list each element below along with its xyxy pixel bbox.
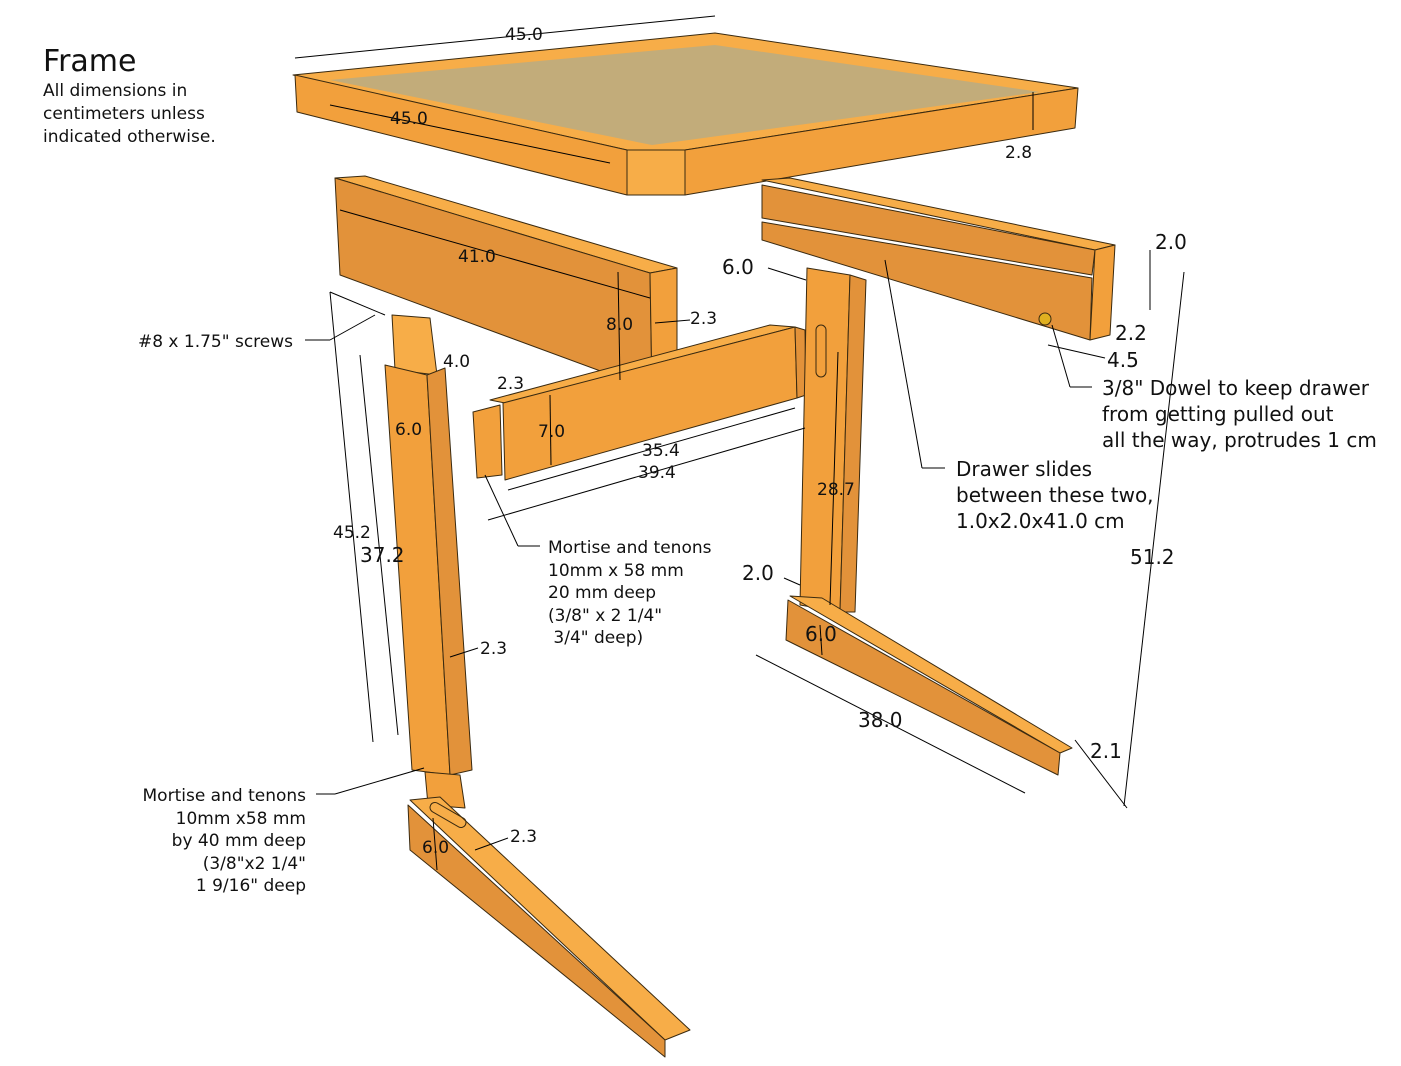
dim-left-leg-thickness: 2.3 <box>480 639 507 659</box>
dim-slide-offset: 6.0 <box>722 255 754 279</box>
dim-foot-length: 38.0 <box>858 708 903 732</box>
dim-foot-height-right: 6.0 <box>805 622 837 646</box>
dim-foot-thickness-left: 2.3 <box>510 827 537 847</box>
dim-total-height: 51.2 <box>1130 545 1175 569</box>
dim-left-leg-width: 6.0 <box>395 420 422 440</box>
note-line: by 40 mm deep <box>172 831 306 851</box>
dim-stretcher-shoulder: 35.4 <box>642 441 680 461</box>
note-dowel: 3/8" Dowel to keep drawer from getting p… <box>1102 376 1377 452</box>
note-line: 10mm x58 mm <box>176 809 306 829</box>
note-line: all the way, protrudes 1 cm <box>1102 428 1377 452</box>
dim-left-total-height: 45.2 <box>333 523 371 543</box>
note-screws: #8 x 1.75" screws <box>138 332 293 352</box>
dim-stretcher-thickness: 2.3 <box>497 374 524 394</box>
note-line: Drawer slides <box>956 457 1092 481</box>
side-rail <box>761 177 1116 341</box>
dim-top-front: 45.0 <box>390 109 428 129</box>
dim-right-leg-height: 28.7 <box>817 480 855 500</box>
dim-foot-tip: 2.1 <box>1090 739 1122 763</box>
dim-foot-height-left: 6.0 <box>422 838 449 858</box>
annotations: #8 x 1.75" screws Mortise and tenons 10m… <box>138 332 1377 896</box>
dimension-lines <box>294 15 1185 871</box>
stretcher <box>472 324 807 481</box>
right-leg <box>799 267 867 613</box>
page-title: Frame <box>43 44 137 79</box>
dim-left-tenon: 4.0 <box>443 352 470 372</box>
dim-left-leg-height: 37.2 <box>360 543 405 567</box>
note-line: 1.0x2.0x41.0 cm <box>956 509 1125 533</box>
dim-stretcher-length: 39.4 <box>638 463 676 483</box>
dim-back-rail-thickness: 2.3 <box>690 309 717 329</box>
note-line: 3/8" Dowel to keep drawer <box>1102 376 1370 400</box>
note-line: Mortise and tenons <box>548 538 712 558</box>
back-rail <box>334 175 678 391</box>
dim-top-thickness: 2.8 <box>1005 143 1032 163</box>
dim-top-back: 45.0 <box>505 25 543 45</box>
dim-dowel-offset: 4.5 <box>1107 348 1139 372</box>
dim-stretcher-height: 7.0 <box>538 422 565 442</box>
dim-back-rail-length: 41.0 <box>458 247 496 267</box>
left-foot <box>407 796 691 1058</box>
note-line: (3/8" x 2 1/4" <box>548 606 662 626</box>
note-mortise-lower: Mortise and tenons 10mm x58 mm by 40 mm … <box>143 786 307 896</box>
note-line: (3/8"x2 1/4" <box>203 854 306 874</box>
note-line: 10mm x 58 mm <box>548 561 684 581</box>
right-foot <box>785 595 1073 776</box>
note-mortise-upper: Mortise and tenons 10mm x 58 mm 20 mm de… <box>548 538 712 648</box>
dowel <box>1038 312 1052 326</box>
dim-right-tenon-offset: 2.0 <box>742 561 774 585</box>
note-drawer: Drawer slides between these two, 1.0x2.0… <box>956 457 1154 533</box>
note-line: between these two, <box>956 483 1154 507</box>
subtitle-line: All dimensions in <box>43 81 188 101</box>
tabletop <box>292 32 1079 196</box>
note-line: 3/4" deep) <box>548 628 643 648</box>
note-line: Mortise and tenons <box>143 786 307 806</box>
subtitle-line: centimeters unless <box>43 104 205 124</box>
top-panel <box>330 45 1040 145</box>
dim-slide-top: 2.0 <box>1155 230 1187 254</box>
dim-back-rail-height: 8.0 <box>606 315 633 335</box>
dim-slide-gap: 2.2 <box>1115 321 1147 345</box>
note-line: 1 9/16" deep <box>196 876 306 896</box>
dimension-labels: 45.0 45.0 2.8 41.0 8.0 2.3 4.0 6.0 2.3 4… <box>333 25 1187 858</box>
header: Frame All dimensions in centimeters unle… <box>43 44 216 149</box>
note-line: from getting pulled out <box>1102 402 1334 426</box>
note-line: 20 mm deep <box>548 583 656 603</box>
subtitle-line: indicated otherwise. <box>43 127 216 147</box>
